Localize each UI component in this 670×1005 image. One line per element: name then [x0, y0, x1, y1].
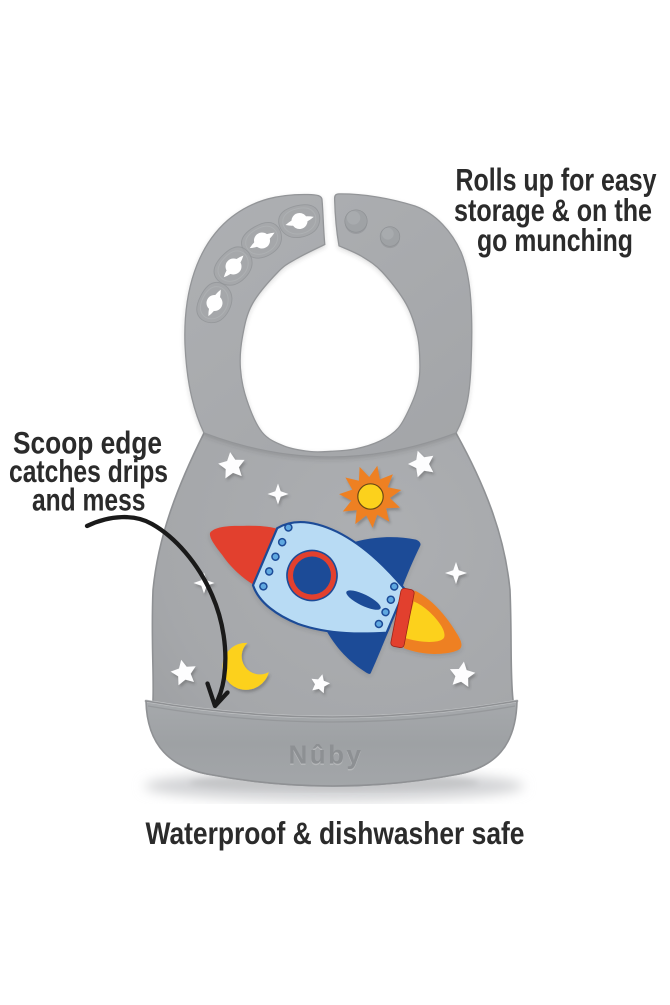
svg-text:catches drips: catches drips — [9, 453, 168, 489]
svg-text:and mess: and mess — [32, 482, 146, 518]
svg-text:go munching: go munching — [477, 222, 633, 258]
svg-text:Waterproof & dishwasher safe: Waterproof & dishwasher safe — [146, 815, 525, 851]
svg-text:storage & on the: storage & on the — [454, 192, 652, 228]
svg-text:Scoop edge: Scoop edge — [13, 425, 162, 461]
svg-text:Nûby: Nûby — [289, 741, 364, 771]
svg-text:Rolls up for easy: Rolls up for easy — [456, 162, 657, 198]
svg-text:Nûby: Nûby — [289, 740, 364, 770]
